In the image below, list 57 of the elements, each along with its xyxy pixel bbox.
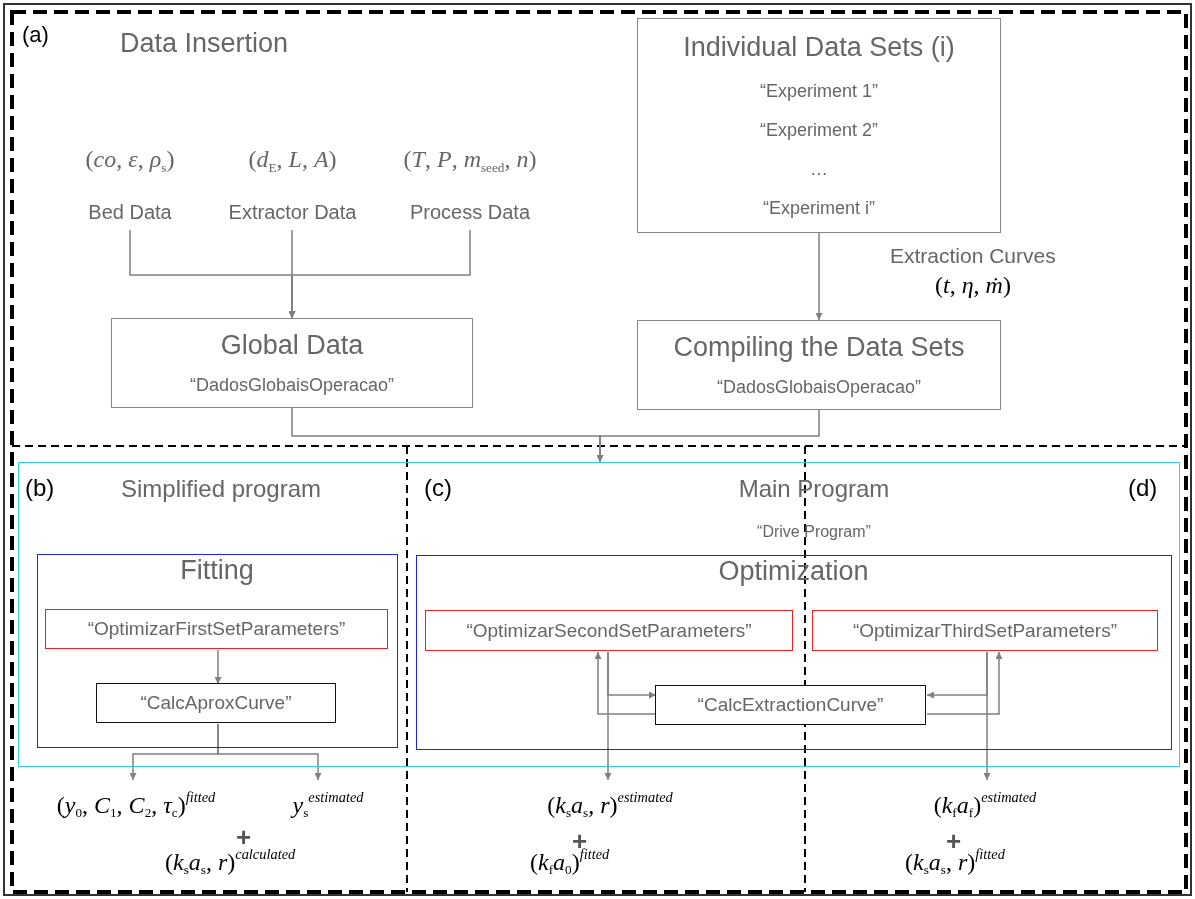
formula-text: (d$_{E}$, L, A): [248, 146, 337, 176]
connector-arrow: [596, 409, 820, 463]
data-label: Bed Data: [88, 201, 172, 224]
box-text: “DadosGlobaisOperacao”: [189, 375, 395, 396]
function-name: “OptimizarFirstSetParameters”: [87, 618, 346, 640]
data-box: [637, 320, 1001, 410]
connector-arrow: [214, 649, 222, 685]
data-box: [111, 318, 473, 408]
section-title: Data Insertion: [120, 28, 289, 59]
connector-arrow: [983, 651, 991, 781]
panel-letter: (d): [1128, 474, 1158, 502]
connector-arrow: [926, 651, 1003, 715]
function-box: [812, 610, 1158, 651]
note-text: Extraction Curves: [890, 244, 1056, 268]
formula-text: (y$_{0}$, C$_{1}$, C$_{2}$, τ$_{c}$)$^{fitted}$: [56, 788, 216, 822]
data-label: Extractor Data: [228, 201, 357, 224]
panel-title: Simplified program: [119, 475, 323, 503]
panel-letter: (c): [424, 474, 452, 502]
group-box: [415, 554, 1172, 750]
box-text: …: [810, 159, 828, 180]
plus-sign: +: [946, 826, 962, 857]
box-text: “Experiment 1”: [759, 81, 878, 102]
function-box: [655, 685, 926, 725]
data-box: [637, 18, 1001, 233]
function-name: “OptimizarThirdSetParameters”: [853, 619, 1117, 642]
box-title: Fitting: [180, 554, 254, 586]
function-name: “CalcAproxCurve”: [140, 692, 292, 714]
box-title: Compiling the Data Sets: [673, 332, 965, 363]
program-panel: [18, 462, 1180, 767]
box-title: Individual Data Sets (i): [683, 32, 955, 63]
group-box: [36, 553, 398, 748]
panel-title: Main Program: [737, 475, 891, 503]
function-box: [45, 609, 388, 649]
formula-text: (T, P, m$_{seed}$, n): [403, 146, 537, 176]
box-text: “Experiment 2”: [759, 120, 878, 141]
connector-arrow: [594, 651, 657, 715]
subtitle: “Drive Program”: [756, 523, 872, 541]
box-text: “DadosGlobaisOperacao”: [716, 377, 922, 398]
data-label: Process Data: [409, 201, 531, 224]
connector-arrow: [815, 232, 823, 321]
function-name: “OptimizarSecondSetParameters”: [466, 619, 752, 642]
connector-arrow: [607, 651, 657, 699]
function-box: [425, 610, 793, 651]
formula-text: (k$_{s}$a$_{s}$, r)$^{estimated}$: [547, 788, 673, 822]
box-title: Optimization: [718, 555, 869, 587]
formula-text: (k$_{f}$a$_{f}$)$^{estimated}$: [933, 788, 1037, 822]
panel-letter: (b): [25, 474, 55, 502]
function-box: [96, 683, 336, 723]
box-text: “Experiment i”: [763, 198, 875, 219]
formula-text: (t, η, ṁ): [935, 272, 1011, 299]
formula-text: (k$_{s}$a$_{s}$, r)$^{calculated}$: [165, 846, 296, 879]
connector-arrow: [288, 229, 471, 319]
box-title: Global Data: [220, 330, 364, 361]
connector-arrow: [217, 723, 322, 781]
panel-letter: (a): [22, 22, 49, 48]
formula-text: (co, ε, ρ$_{s}$): [85, 146, 175, 176]
function-name: “CalcExtractionCurve”: [697, 694, 884, 716]
